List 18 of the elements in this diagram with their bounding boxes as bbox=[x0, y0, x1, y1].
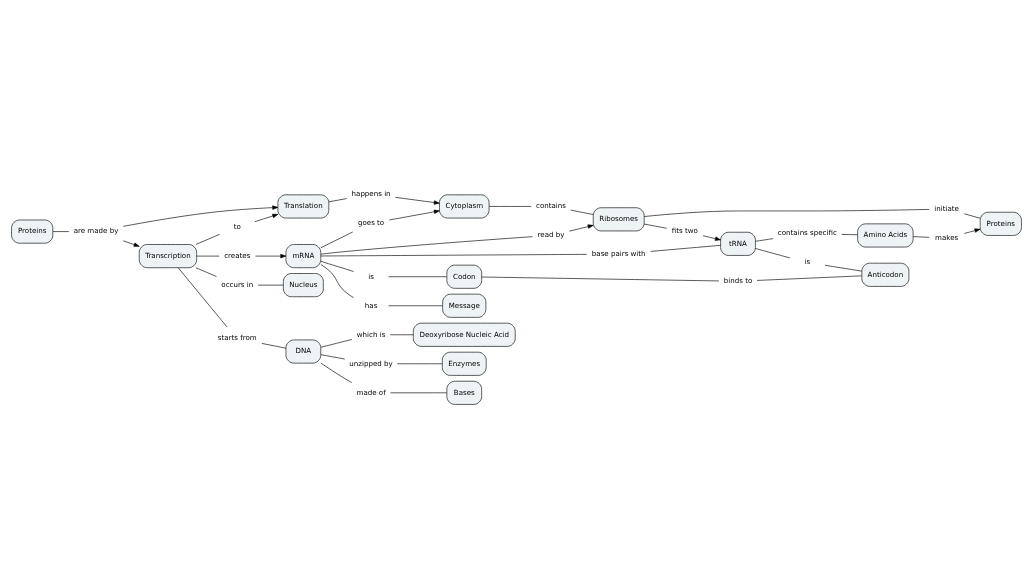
arrow bbox=[254, 213, 279, 222]
connector bbox=[320, 260, 354, 272]
connector bbox=[755, 237, 774, 242]
arrow bbox=[569, 224, 594, 231]
connector bbox=[488, 205, 532, 207]
arrow bbox=[122, 239, 140, 247]
arrow bbox=[702, 234, 721, 241]
connector bbox=[841, 233, 858, 235]
arrow bbox=[255, 253, 287, 258]
arrow bbox=[388, 209, 440, 220]
arrow bbox=[395, 196, 440, 205]
connector bbox=[755, 247, 791, 258]
arrow bbox=[964, 228, 981, 234]
connector bbox=[52, 230, 70, 232]
connector bbox=[912, 235, 930, 238]
connector bbox=[643, 208, 930, 217]
connector bbox=[650, 244, 721, 252]
arrow bbox=[123, 205, 279, 227]
